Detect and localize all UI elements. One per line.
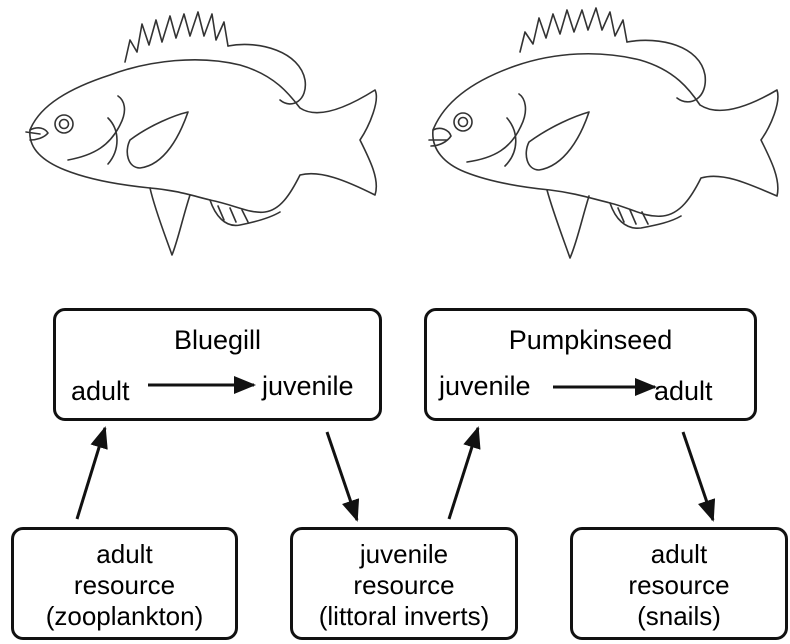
resource-line: adult xyxy=(14,539,235,570)
snails-resource-box: adult resource (snails) xyxy=(570,527,788,640)
resource-line: resource xyxy=(293,570,515,601)
bluegill-box: Bluegill adult juvenile xyxy=(53,308,382,421)
resource-line: (zooplankton) xyxy=(14,601,235,632)
zooplankton-resource-box: adult resource (zooplankton) xyxy=(11,527,238,640)
left-stage-label: juvenile xyxy=(439,371,531,402)
right-stage-label: adult xyxy=(654,376,713,407)
species-name: Pumpkinseed xyxy=(427,325,754,356)
pumpkinseed-box: Pumpkinseed juvenile adult xyxy=(424,308,757,421)
resource-line: (snails) xyxy=(573,601,785,632)
species-name: Bluegill xyxy=(56,325,379,356)
pumpkinseed-illustration xyxy=(405,0,790,280)
resource-line: resource xyxy=(573,570,785,601)
littoral-inverts-resource-box: juvenile resource (littoral inverts) xyxy=(290,527,518,640)
bluegill-illustration xyxy=(0,0,400,280)
bluegill-to-littoral-arrow xyxy=(327,432,357,520)
resource-line: juvenile xyxy=(293,539,515,570)
resource-line: (littoral inverts) xyxy=(293,601,515,632)
resource-line: adult xyxy=(573,539,785,570)
resource-line: resource xyxy=(14,570,235,601)
littoral-to-pumpkinseed-arrow xyxy=(449,428,478,519)
pumpkinseed-to-snails-arrow xyxy=(683,432,713,520)
zooplankton-to-bluegill-arrow xyxy=(77,428,105,519)
left-stage-label: adult xyxy=(71,376,130,407)
right-stage-label: juvenile xyxy=(262,371,354,402)
